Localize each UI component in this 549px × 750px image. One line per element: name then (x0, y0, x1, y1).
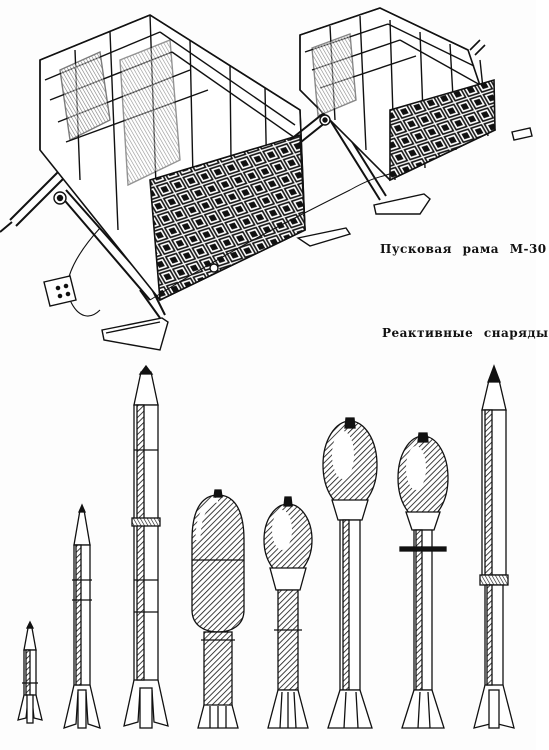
terrain-line (149, 171, 396, 301)
rocket-shell-2 (63, 503, 101, 729)
left-launcher-frame (0, 14, 352, 351)
rocket-shell-4 (191, 489, 245, 729)
rocket-shell-1 (17, 620, 43, 724)
rocket-shell-3 (123, 364, 169, 729)
right-launcher-frame (289, 7, 533, 215)
rocket-shells-caption: Реактивные снаряды (382, 326, 549, 340)
launcher-frame-caption: Пусковая рама М-30 (380, 242, 547, 256)
rocket-shell-6 (322, 417, 378, 729)
rocket-shell-8 (473, 364, 515, 729)
illustration-page: Пусковая рама М-30 Реактивные снаряды (0, 7, 549, 729)
launcher-frames-drawing (0, 7, 533, 729)
rocket-shell-7 (397, 432, 449, 729)
rocket-shell-5 (263, 496, 313, 729)
